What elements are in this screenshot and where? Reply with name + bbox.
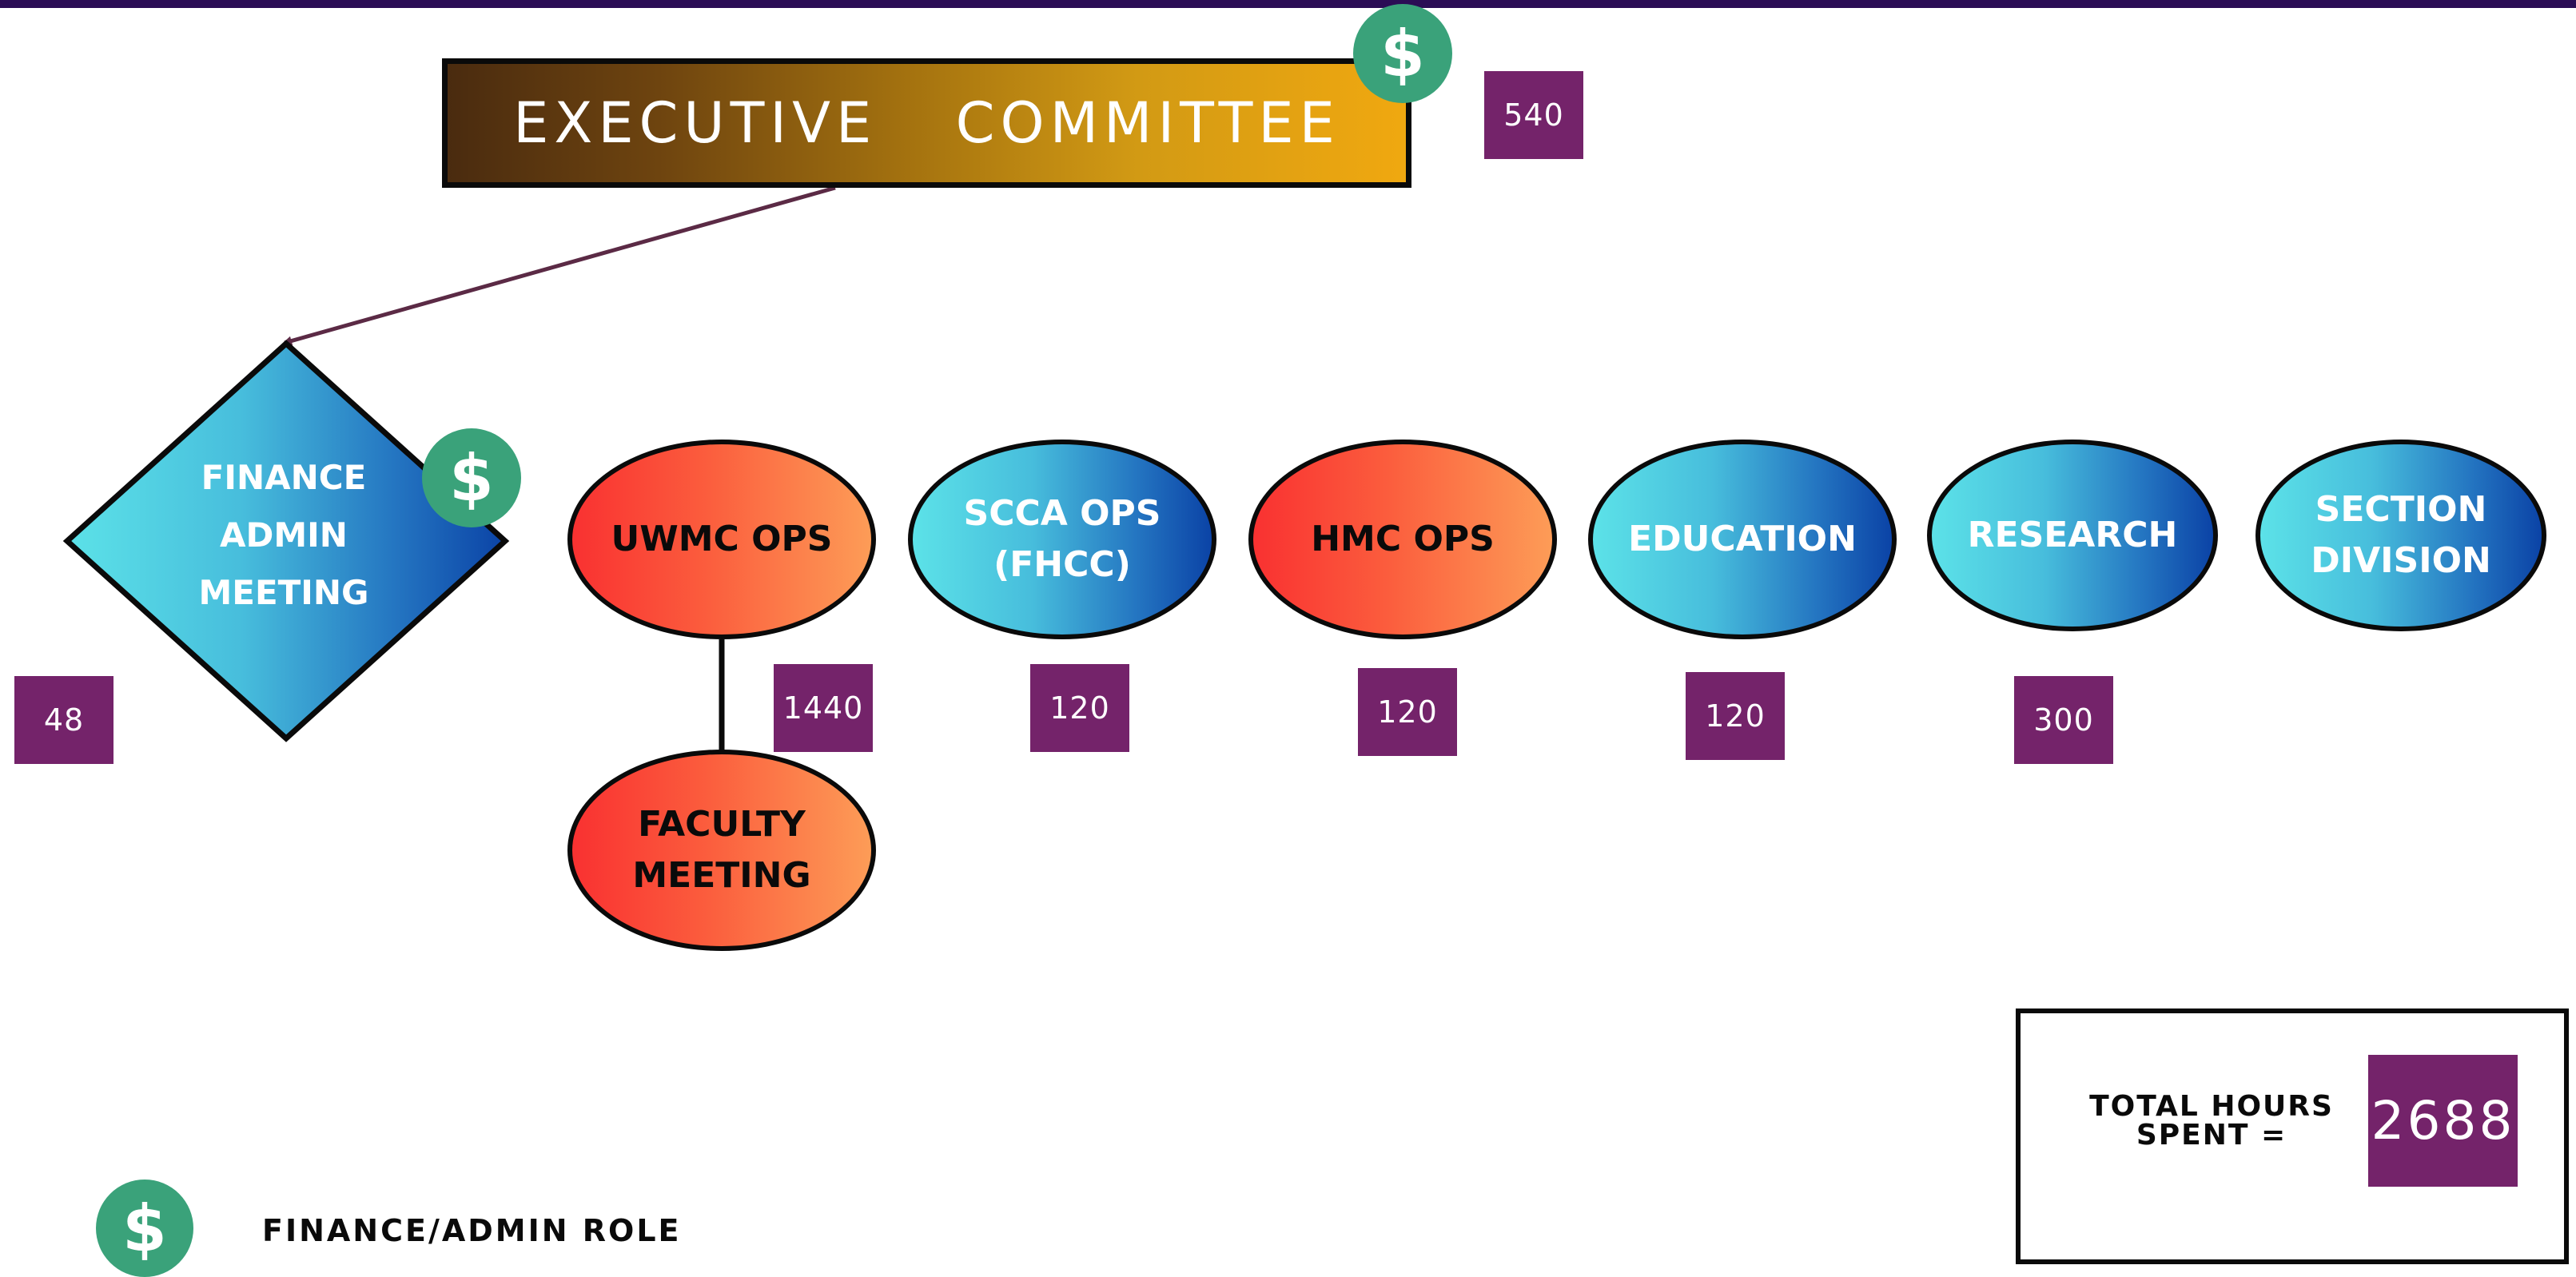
education-node: EDUCATION [1588,440,1897,639]
finance-hours-badge: 48 [14,676,113,764]
finance-line-1: FINANCE [201,458,367,497]
exec-to-finance-arrow [282,185,836,346]
executive-hours-badge: 540 [1484,71,1583,159]
top-bar [0,0,2576,8]
total-hours-line-2: SPENT = [2136,1119,2287,1152]
section-division-node: SECTION DIVISION [2255,440,2546,631]
dollar-circle-icon: $ [96,1180,193,1277]
hmc-ops-label: HMC OPS [1311,519,1495,559]
research-node: RESEARCH [1927,440,2218,631]
education-label: EDUCATION [1628,519,1857,559]
research-hours-badge: 300 [2014,676,2113,764]
finance-line-2: ADMIN [220,515,348,555]
executive-committee-box: EXECUTIVE COMMITTEE [442,58,1411,188]
dollar-circle-icon: $ [1353,4,1452,103]
scca-hours-badge: 120 [1030,664,1129,752]
scca-ops-line-2: (FHCC) [993,544,1131,585]
total-hours-value: 2688 [2368,1055,2518,1187]
executive-committee-label: EXECUTIVE COMMITTEE [513,90,1340,156]
section-division-line-1: SECTION [2315,489,2487,530]
research-label: RESEARCH [1967,515,2178,555]
scca-ops-line-1: SCCA OPS [963,493,1161,534]
legend-finance-admin-role: FINANCE/ADMIN ROLE [262,1213,682,1248]
finance-line-3: MEETING [198,573,369,612]
uwmc-ops-node: UWMC OPS [567,440,876,639]
hmc-ops-node: HMC OPS [1248,440,1557,639]
scca-ops-node: SCCA OPS (FHCC) [908,440,1216,639]
uwmc-ops-label: UWMC OPS [611,519,833,559]
uwmc-hours-badge: 1440 [774,664,873,752]
finance-admin-label: FINANCE ADMIN MEETING [172,448,396,623]
hmc-hours-badge: 120 [1358,668,1457,756]
total-hours-line-1: TOTAL HOURS [2089,1090,2334,1123]
faculty-meeting-node: FACULTY MEETING [567,750,876,951]
faculty-meeting-line-2: MEETING [632,855,811,896]
education-hours-badge: 120 [1686,672,1785,760]
section-division-line-2: DIVISION [2311,540,2491,581]
total-hours-label: TOTAL HOURS SPENT = [2088,1092,2335,1150]
faculty-meeting-line-1: FACULTY [638,804,806,845]
dollar-circle-icon: $ [422,428,521,527]
